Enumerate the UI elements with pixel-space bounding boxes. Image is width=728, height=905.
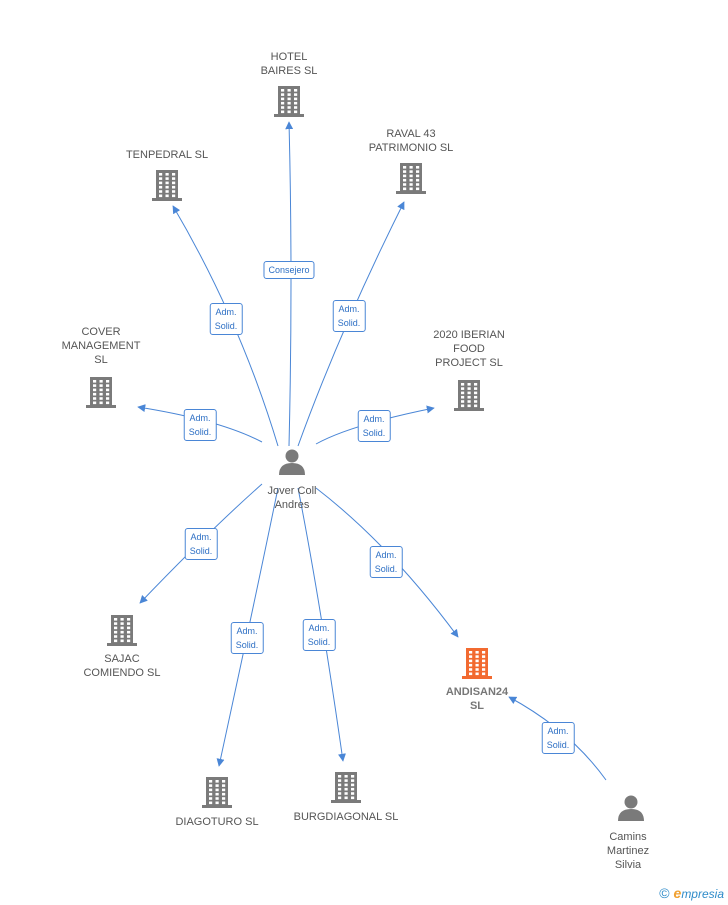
company-sajac-icon [107,615,137,646]
company-hotel-icon [274,86,304,117]
person-other-label[interactable]: Camins Martinez Silvia [606,831,650,871]
company-burgdiagonal-icon [331,772,361,803]
edge-label-center-hotel[interactable]: Consejero [263,261,315,279]
company-cover-icon [86,377,116,408]
company-sajac-label[interactable]: SAJAC COMIENDO SL [83,653,161,679]
company-iberian-label[interactable]: 2020 IBERIAN FOOD PROJECT SL [433,329,505,369]
company-raval-icon [396,163,426,194]
edge-label-center-cover[interactable]: Adm. Solid. [183,409,217,441]
edge-center-burgdiagonal [297,487,346,762]
company-tenpedral-label[interactable]: TENPEDRAL SL [125,149,209,161]
edge-label-center-sajac[interactable]: Adm. Solid. [184,528,218,560]
edge-label-center-andisan[interactable]: Adm. Solid. [369,546,403,578]
company-iberian-icon [454,380,484,411]
edge-label-other-andisan[interactable]: Adm. Solid. [541,722,575,754]
edge-center-hotel [285,121,294,447]
company-andisan-icon [462,648,492,679]
company-diagoturo-label[interactable]: DIAGOTURO SL [175,816,259,828]
brand-name: mpresia [681,887,724,901]
company-raval-label[interactable]: RAVAL 43 PATRIMONIO SL [368,128,454,154]
edge-label-center-diagoturo[interactable]: Adm. Solid. [230,622,264,654]
company-hotel-label[interactable]: HOTEL BAIRES SL [260,51,318,77]
edges-layer [137,121,607,781]
person-center-icon [279,449,305,475]
person-other-icon [618,795,644,821]
brand-watermark: ©empresia [659,885,724,901]
company-diagoturo-icon [202,777,232,808]
copyright-symbol: © [659,885,670,901]
edge-label-center-burgdiagonal[interactable]: Adm. Solid. [302,619,336,651]
edge-label-center-raval[interactable]: Adm. Solid. [332,300,366,332]
company-burgdiagonal-label[interactable]: BURGDIAGONAL SL [293,811,399,823]
brand-initial: e [673,885,682,901]
company-cover-label[interactable]: COVER MANAGEMENT SL [61,326,141,366]
company-andisan-label[interactable]: ANDISAN24 SL [445,686,509,712]
edge-label-center-iberian[interactable]: Adm. Solid. [357,410,391,442]
person-center-label[interactable]: Jover Coll Andres [267,485,317,511]
company-tenpedral-icon [152,170,182,201]
edge-label-center-tenpedral[interactable]: Adm. Solid. [209,303,243,335]
nodes-layer [86,86,644,821]
edge-center-diagoturo [216,487,279,767]
